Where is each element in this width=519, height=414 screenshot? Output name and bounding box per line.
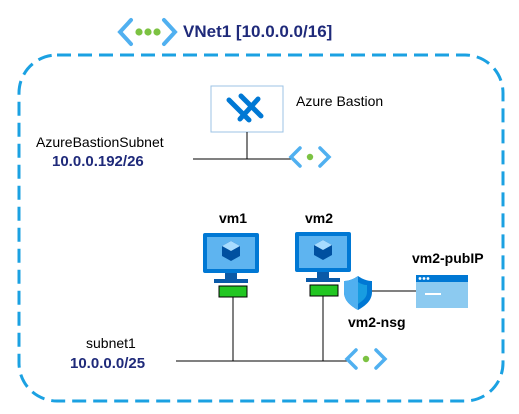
nsg-label: vm2-nsg — [348, 314, 406, 330]
azure-bastion-icon — [210, 85, 284, 133]
vm2-icon — [295, 232, 351, 282]
subnet1-name: subnet1 — [86, 335, 136, 351]
vm1-label: vm1 — [219, 210, 248, 226]
azure-bastion-label: Azure Bastion — [296, 93, 384, 109]
bastion-subnet-icon — [288, 146, 332, 168]
subnet1-icon — [344, 348, 388, 370]
bastion-subnet-cidr: 10.0.0.192/26 — [52, 153, 144, 170]
vm2-nic-icon — [309, 284, 339, 297]
vm1-nic-icon — [218, 285, 248, 298]
vnet-boundary — [17, 53, 505, 403]
public-ip-icon — [416, 275, 468, 308]
pubip-label: vm2-pubIP — [412, 250, 484, 266]
bastion-subnet-name: AzureBastionSubnet — [36, 134, 164, 150]
network-security-group-icon — [344, 276, 372, 310]
vm1-icon — [203, 233, 259, 283]
vnet-title: VNet1 [10.0.0.0/16] — [183, 22, 333, 41]
subnet1-cidr: 10.0.0.0/25 — [70, 355, 146, 372]
vnet-icon — [117, 18, 178, 46]
vm2-label: vm2 — [305, 210, 334, 226]
